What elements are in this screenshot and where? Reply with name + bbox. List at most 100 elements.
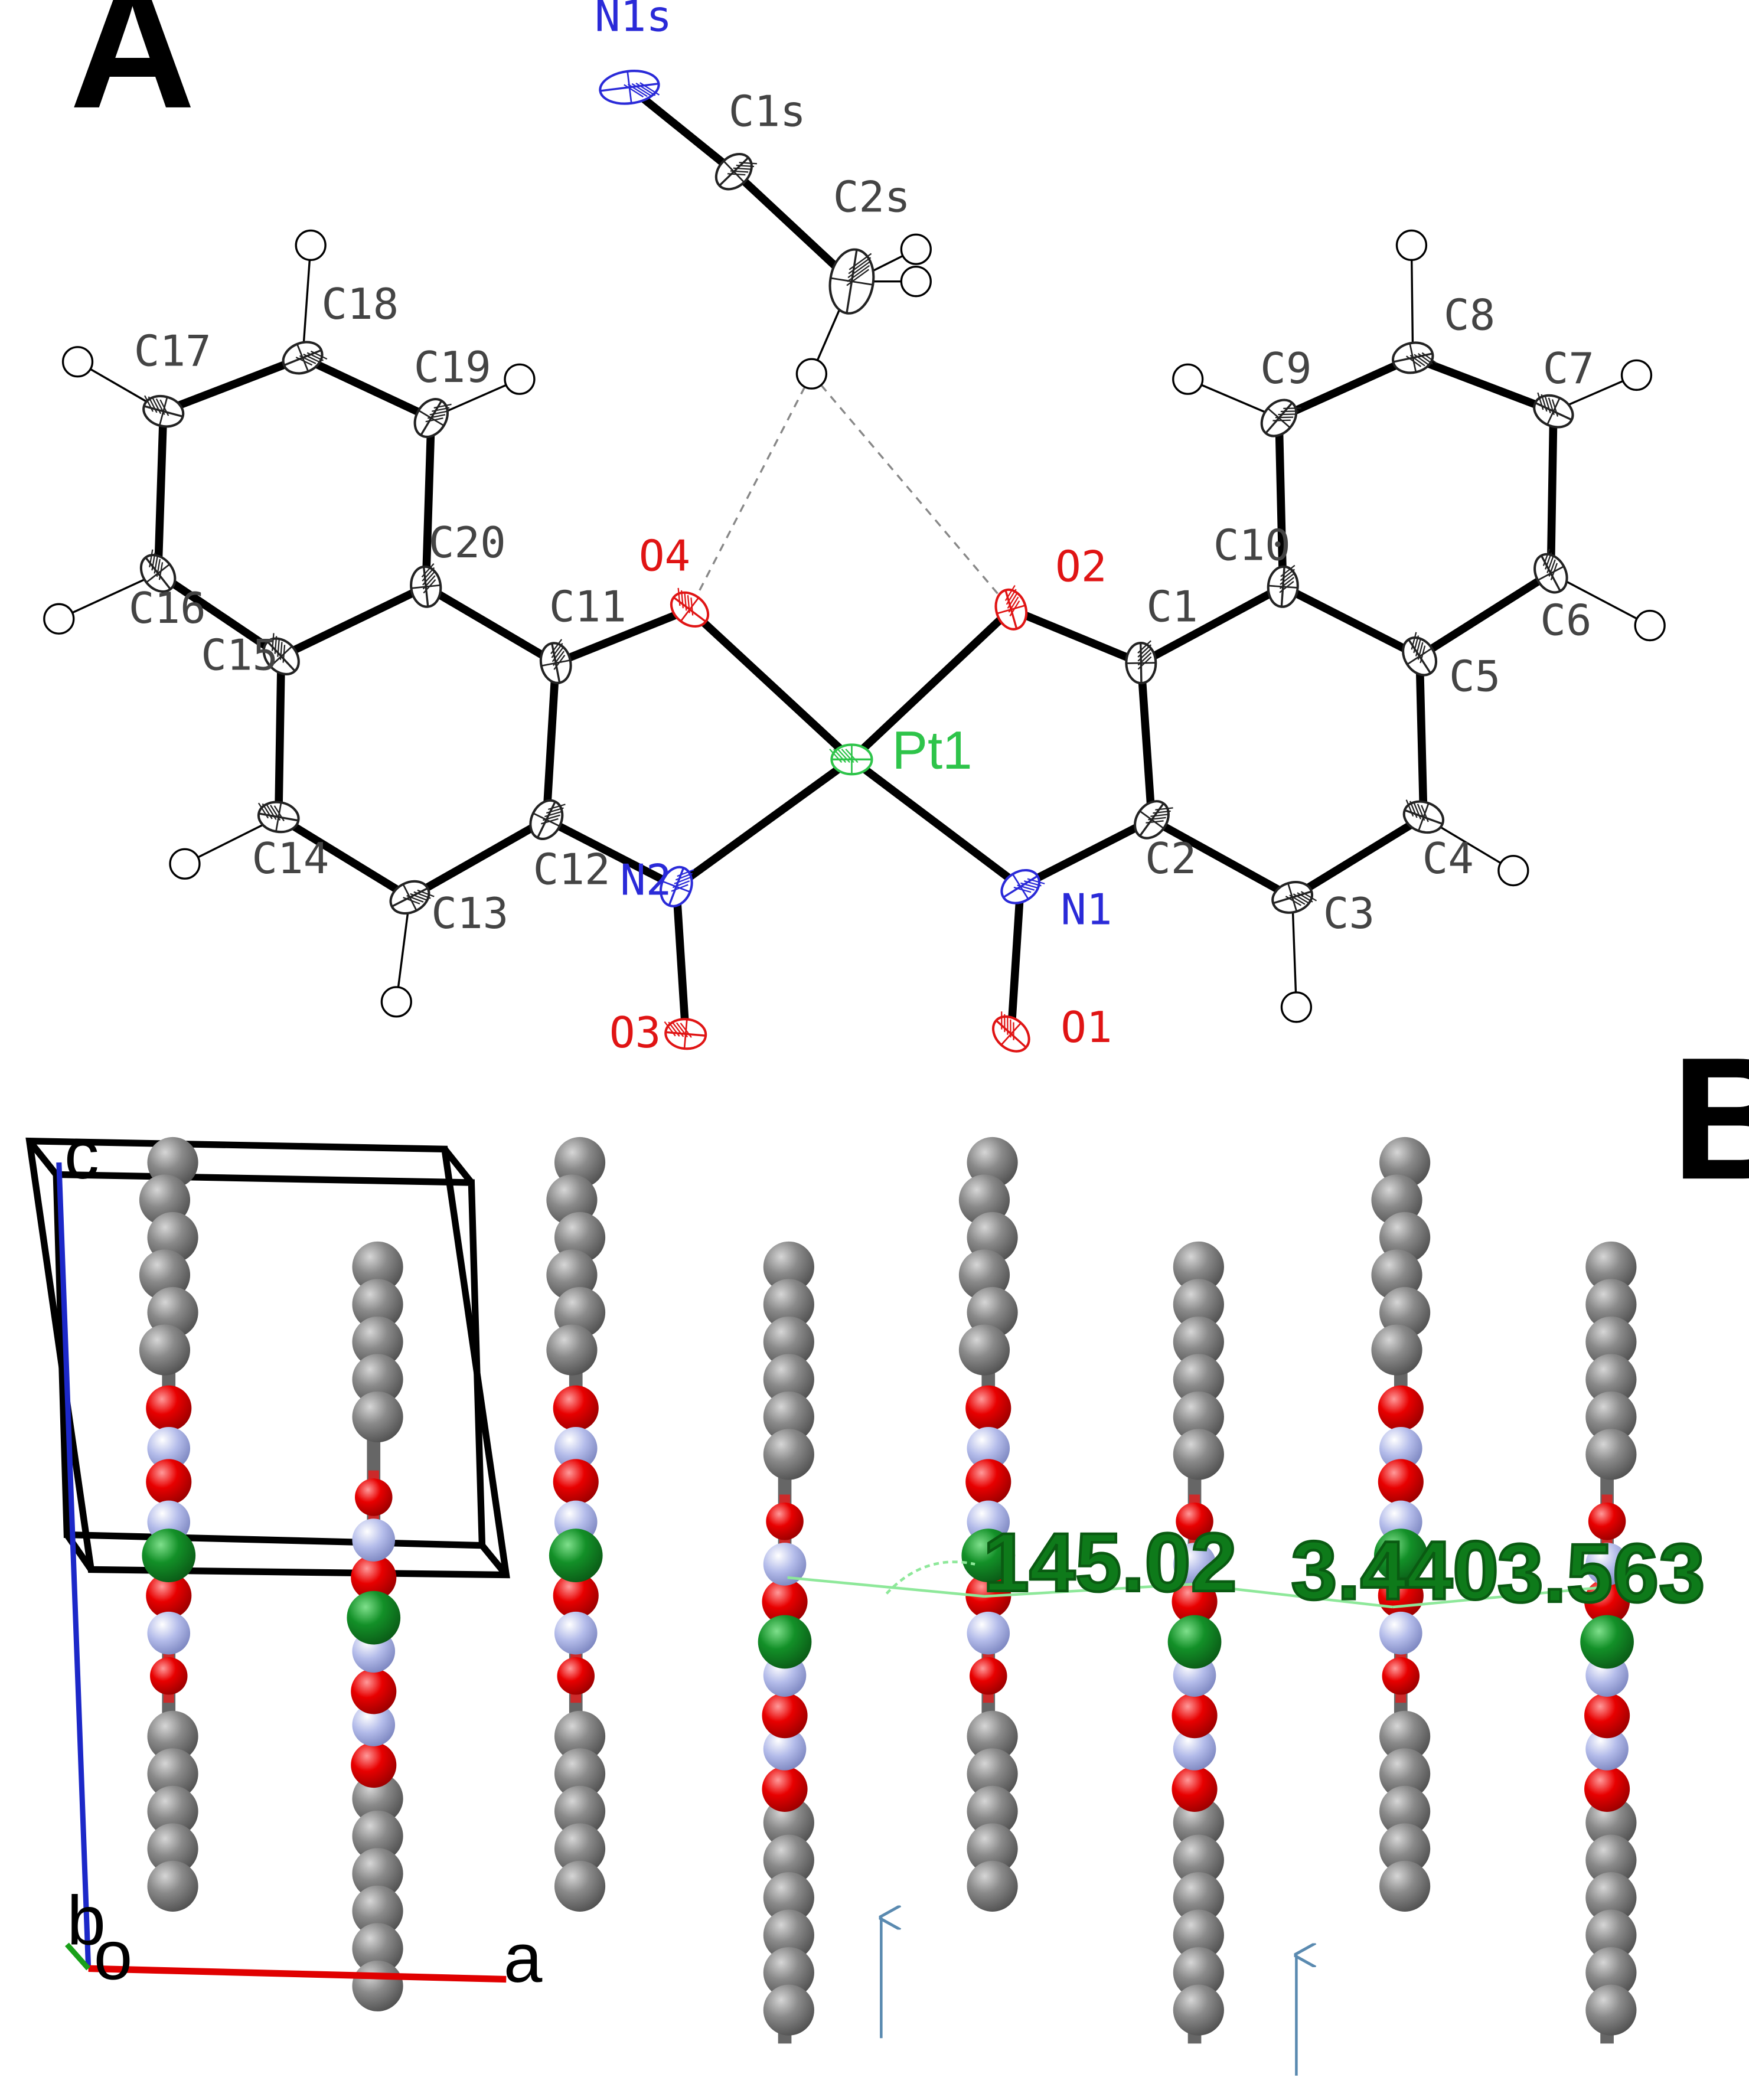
carbon-atom xyxy=(763,1984,814,2036)
carbon-atom xyxy=(352,1279,403,1330)
atom-label-c1s: C1s xyxy=(729,87,806,137)
atom-label-n1s: N1s xyxy=(595,0,672,42)
carbon-atom xyxy=(1379,1823,1431,1874)
hydrogen-atom xyxy=(1497,854,1529,887)
nitrogen-atom xyxy=(1379,1426,1422,1470)
carbon-atom xyxy=(1173,1316,1224,1368)
molecule-stack xyxy=(546,1136,606,1912)
oxygen-atom xyxy=(965,1459,1011,1505)
bond xyxy=(274,813,414,902)
carbon-atom xyxy=(546,1324,598,1376)
carbon-atom xyxy=(763,1429,814,1480)
hydrogen-atom xyxy=(1280,991,1313,1023)
nitrogen-atom xyxy=(352,1518,396,1562)
h-bond xyxy=(301,245,312,358)
oxygen-atom xyxy=(1382,1657,1420,1695)
carbon-atom xyxy=(352,1391,403,1443)
carbon-atom xyxy=(352,1241,403,1293)
atom-label-c17: C17 xyxy=(134,327,211,377)
bond xyxy=(672,883,690,1038)
atom-c14 xyxy=(257,801,300,834)
carbon-atom xyxy=(1585,1429,1637,1480)
platinum-atom xyxy=(549,1529,603,1583)
oxygen-atom xyxy=(1588,1503,1626,1540)
contact-line xyxy=(1392,1585,1607,1609)
atom-n1s xyxy=(599,70,660,105)
axis-c-label: c xyxy=(64,1115,99,1193)
hydrogen-atom xyxy=(61,346,94,378)
carbon-atom xyxy=(1379,1860,1431,1912)
nitrogen-atom xyxy=(554,1426,598,1470)
carbon-atom xyxy=(554,1710,606,1762)
bond xyxy=(1275,414,1287,591)
oxygen-atom xyxy=(766,1503,804,1540)
carbon-atom xyxy=(352,1316,403,1368)
distance-value-1: 3.440 xyxy=(1291,1524,1499,1616)
axis-c xyxy=(56,1162,92,1969)
bond xyxy=(1007,605,1146,667)
carbon-atom xyxy=(967,1785,1018,1837)
h-bond xyxy=(1410,245,1414,358)
bond xyxy=(686,605,856,764)
bond xyxy=(1275,354,1417,422)
oxygen-atom xyxy=(1378,1385,1424,1431)
atom-c6 xyxy=(1533,548,1568,594)
bond xyxy=(625,83,738,176)
atom-c2s xyxy=(828,248,875,315)
hydrogen-atom xyxy=(1620,359,1653,391)
axis-b-label: b xyxy=(67,1882,106,1959)
hydrogen-atom xyxy=(295,229,327,262)
oxygen-atom xyxy=(557,1657,595,1695)
atom-label-c3: C3 xyxy=(1323,889,1375,939)
oxygen-atom xyxy=(1176,1503,1213,1540)
carbon-atom xyxy=(1173,1391,1224,1443)
molecule-stack xyxy=(1167,1241,1224,2044)
carbon-atom xyxy=(1173,1984,1224,2036)
nitrogen-atom xyxy=(967,1611,1010,1655)
atom-c20 xyxy=(410,563,442,608)
hydrogen-atom xyxy=(1634,609,1666,642)
carbon-atom xyxy=(1173,1354,1224,1405)
atom-label-c2: C2 xyxy=(1145,834,1196,884)
contact-line xyxy=(1192,1583,1393,1609)
atom-label-o4: O4 xyxy=(639,532,690,582)
contact-measurements: 145.02 3.440 3.563 xyxy=(787,1515,1706,1621)
molecule-stack xyxy=(347,1241,403,2011)
carbon-atom xyxy=(147,1823,198,1874)
nitrogen-atom xyxy=(1173,1727,1216,1771)
oxygen-atom xyxy=(146,1385,192,1431)
oxygen-atom xyxy=(762,1693,808,1739)
carbon-atom xyxy=(352,1354,403,1405)
atom-label-n1: N1 xyxy=(1061,885,1112,935)
nitrogen-atom xyxy=(1379,1611,1422,1655)
cell-axes: c b o a xyxy=(56,1115,543,1997)
carbon-atom xyxy=(147,1860,198,1912)
hydrogen-bond-dashes xyxy=(688,373,1012,610)
atom-label-o1: O1 xyxy=(1061,1003,1112,1053)
carbon-atom xyxy=(1585,1984,1637,2036)
oxygen-atom xyxy=(1584,1579,1630,1625)
atom-c3 xyxy=(1271,881,1317,914)
oxygen-atom xyxy=(1378,1459,1424,1505)
oxygen-atom xyxy=(351,1554,397,1601)
carbon-atom xyxy=(1585,1391,1637,1443)
carbon-atom xyxy=(1585,1354,1637,1405)
oxygen-atom xyxy=(1584,1766,1630,1812)
carbon-atom xyxy=(1173,1909,1224,1961)
carbon-atom xyxy=(1585,1241,1637,1293)
atom-label-c15: C15 xyxy=(201,631,278,680)
atom-pt1 xyxy=(829,743,873,776)
carbon-atom xyxy=(967,1823,1018,1874)
panel-b-label: B xyxy=(1671,1021,1749,1216)
carbon-atom xyxy=(967,1860,1018,1912)
carbon-atom xyxy=(763,1279,814,1330)
bond xyxy=(1278,582,1424,661)
carbon-atom xyxy=(1173,1947,1224,1998)
hydrogen-atom xyxy=(504,363,536,395)
oxygen-atom xyxy=(970,1657,1007,1695)
carbon-atom xyxy=(139,1324,191,1376)
nitrogen-atom xyxy=(1173,1543,1216,1586)
carbon-atom xyxy=(1173,1279,1224,1330)
carbon-atom xyxy=(1173,1872,1224,1923)
h-bond xyxy=(1291,897,1298,1007)
